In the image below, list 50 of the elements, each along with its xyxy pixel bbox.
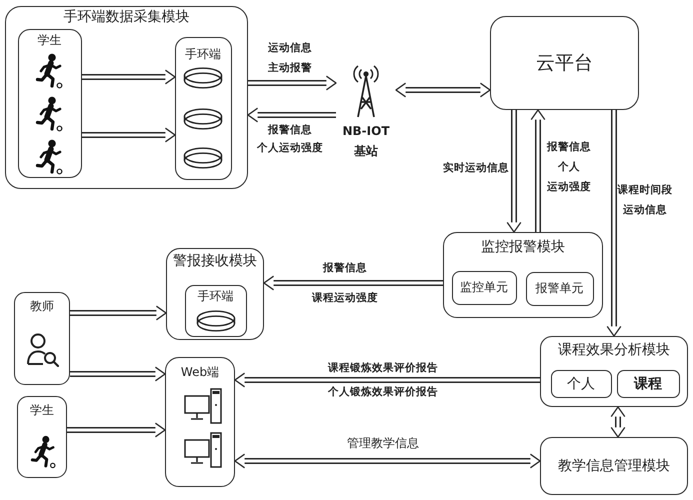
arrow: [247, 108, 336, 122]
arrow: [506, 110, 522, 233]
arrow: [610, 406, 626, 438]
arrow: [530, 109, 546, 232]
arrow: [70, 366, 166, 382]
arrow: [395, 82, 491, 98]
panel-title: 学生: [30, 403, 54, 418]
panel-box: [540, 336, 688, 407]
panel-box: [5, 6, 248, 189]
panel-box: [165, 357, 235, 487]
panel-title: 手环端: [198, 288, 234, 304]
arrow: [606, 110, 622, 337]
arrow: [67, 422, 166, 438]
arrow: [82, 128, 176, 142]
panel-box: [174, 36, 232, 180]
edge-label: 报警信息个人运动强度: [547, 140, 591, 195]
panel-title: 课程效果分析模块: [558, 342, 670, 360]
arrow: [82, 70, 176, 84]
process-box: 个人: [550, 370, 612, 398]
panel-box: [443, 232, 603, 318]
process-box: 监控单元: [452, 270, 516, 304]
panel-title: 手环端数据采集模块: [64, 9, 190, 26]
process-box: 课程: [616, 370, 680, 398]
arrow: [234, 454, 541, 468]
edge-label: 实时运动信息: [443, 160, 509, 176]
edge-label: 课程锻炼效果评价报告个人锻炼效果评价报告: [328, 361, 438, 400]
arrow: [263, 276, 443, 290]
edge-label: 报警信息个人运动强度: [257, 123, 323, 156]
panel-title: 监控报警模块: [481, 239, 565, 256]
panel-title: Web端: [180, 365, 220, 380]
panel-title: 手环端: [185, 46, 221, 62]
edge-label: 管理教学信息: [347, 435, 419, 452]
edge-label: 报警信息课程运动强度: [312, 261, 378, 306]
panel-box: [17, 396, 67, 478]
panel-box: [18, 28, 82, 178]
edge-label: 运动信息主动报警: [268, 41, 312, 76]
arrow: [248, 76, 337, 90]
panel-box: [14, 292, 70, 385]
process-box: 云平台: [490, 16, 639, 110]
edge-label: 课程时间段运动信息: [618, 183, 672, 218]
arrow: [234, 372, 540, 388]
panel-title: 警报接收模块: [173, 253, 257, 270]
process-box: 报警单元: [526, 272, 594, 306]
panel-box: [166, 248, 264, 340]
panel-box: [184, 284, 246, 336]
arrow: [70, 306, 167, 320]
panel-title: 教师: [30, 299, 54, 314]
process-box: 教学信息管理模块: [540, 437, 688, 495]
station-label: NB-IOT 基站: [342, 123, 390, 160]
panel-title: 学生: [38, 32, 62, 48]
